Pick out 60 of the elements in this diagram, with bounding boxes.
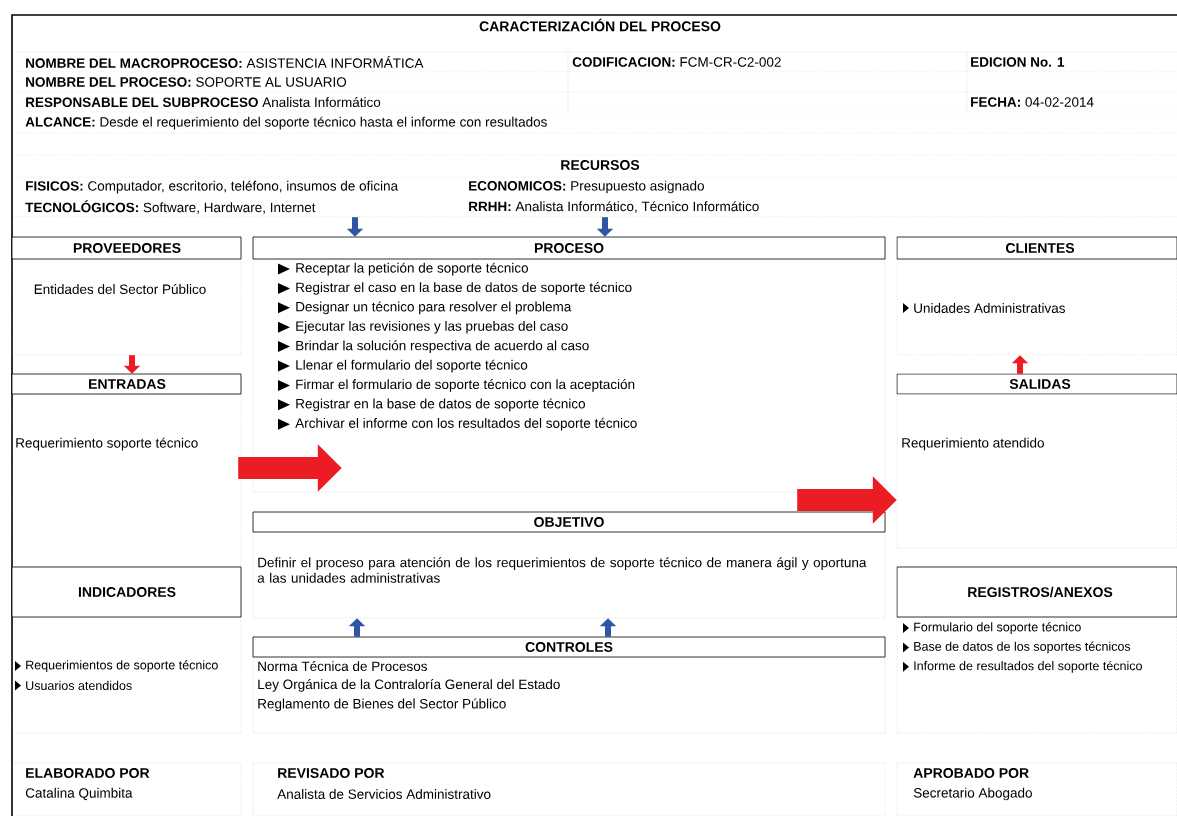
body-text: Requerimiento atendido bbox=[902, 437, 1044, 451]
section-heading: REGISTROS/ANEXOS bbox=[968, 586, 1113, 598]
section-panel bbox=[11, 373, 242, 568]
body-text: Norma Técnica de Procesos bbox=[258, 660, 427, 672]
header-field: NOMBRE DEL PROCESO: SOPORTE AL USUARIO bbox=[26, 77, 347, 87]
list-item: Archivar el informe con los resultados del soporte técnico bbox=[278, 417, 637, 431]
section-heading: INDICADORES bbox=[78, 587, 176, 597]
header-field: RESPONSABLE DEL SUBPROCESO Analista Informático bbox=[26, 96, 381, 108]
section-panel bbox=[896, 236, 1177, 356]
page-title: CARACTERIZACIÓN DEL PROCESO bbox=[479, 18, 721, 32]
signature-heading: ELABORADO POR bbox=[26, 768, 150, 778]
list-item: Base de datos de los soportes técnicos bbox=[903, 641, 1131, 654]
list-item: Firmar el formulario de soporte técnico con la aceptación bbox=[278, 379, 635, 392]
section-heading: OBJETIVO bbox=[534, 517, 604, 527]
body-text: Reglamento de Bienes del Sector Público bbox=[258, 698, 506, 712]
section-panel bbox=[896, 373, 1177, 549]
list-item: Registrar en la base de datos de soporte técnico bbox=[278, 398, 585, 412]
list-item: Unidades Administrativas bbox=[903, 303, 1065, 313]
header-field: EDICION No. 1 bbox=[971, 57, 1065, 67]
section-heading: CONTROLES bbox=[525, 642, 613, 652]
body-text: Entidades del Sector Público bbox=[34, 283, 206, 295]
list-item: Llenar el formulario del soporte técnico bbox=[278, 359, 528, 373]
list-item: Designar un técnico para resolver el problema bbox=[278, 301, 572, 315]
header-field: ALCANCE: Desde el requerimiento del soporte técnico hasta el informe con resultados bbox=[25, 116, 547, 130]
header-field: FECHA: 04-02-2014 bbox=[971, 97, 1094, 107]
section-panel bbox=[896, 566, 1177, 734]
section-panel bbox=[11, 236, 242, 356]
list-item: Requerimientos de soporte técnico bbox=[15, 660, 218, 672]
section-heading: RECURSOS bbox=[561, 160, 640, 170]
body-text: Analista de Servicios Administrativo bbox=[277, 789, 491, 799]
list-item: Formulario del soporte técnico bbox=[903, 622, 1081, 634]
list-item: Ejecutar las revisiones y las pruebas del caso bbox=[278, 320, 568, 334]
signature-heading: REVISADO POR bbox=[278, 768, 385, 778]
body-text: Secretario Abogado bbox=[913, 787, 1032, 801]
signature-heading: APROBADO POR bbox=[913, 768, 1029, 778]
header-field: NOMBRE DEL MACROPROCESO: ASISTENCIA INFORMÁTICA bbox=[26, 56, 424, 68]
body-text: RRHH: Analista Informático, Técnico Informático bbox=[469, 201, 759, 213]
section-heading: PROCESO bbox=[534, 243, 604, 253]
section-panel bbox=[252, 636, 886, 734]
list-item: Usuarios atendidos bbox=[15, 680, 132, 691]
body-text: TECNOLÓGICOS: Software, Hardware, Internet bbox=[25, 200, 316, 214]
section-panel bbox=[252, 236, 886, 493]
section-heading: SALIDAS bbox=[1009, 379, 1071, 389]
section-heading: CLIENTES bbox=[1006, 243, 1075, 253]
list-item: Receptar la petición de soporte técnico bbox=[278, 262, 528, 276]
body-text: Definir el proceso para atención de los requerimientos de soporte técnico de manera ágil y oportuna a las unidades administrativas bbox=[257, 557, 867, 583]
body-text: FISICOS: Computador, escritorio, teléfono, insumos de oficina bbox=[26, 180, 399, 194]
list-item: Registrar el caso en la base de datos de soporte técnico bbox=[278, 282, 632, 295]
section-panel bbox=[11, 566, 242, 734]
body-text: ECONOMICOS: Presupuesto asignado bbox=[469, 180, 704, 194]
section-heading: PROVEEDORES bbox=[73, 243, 181, 253]
list-item: Informe de resultados del soporte técnico bbox=[903, 660, 1142, 673]
list-item: Brindar la solución respectiva de acuerdo al caso bbox=[278, 340, 589, 353]
body-text: Catalina Quimbita bbox=[25, 787, 133, 801]
section-panel bbox=[252, 511, 886, 619]
section-heading: ENTRADAS bbox=[89, 379, 166, 389]
header-field: CODIFICACION: FCM-CR-C2-002 bbox=[572, 57, 781, 67]
signature-box bbox=[11, 762, 242, 816]
body-text: Ley Orgánica de la Contraloría General del Estado bbox=[258, 679, 560, 692]
body-text: Requerimiento soporte técnico bbox=[16, 437, 198, 451]
